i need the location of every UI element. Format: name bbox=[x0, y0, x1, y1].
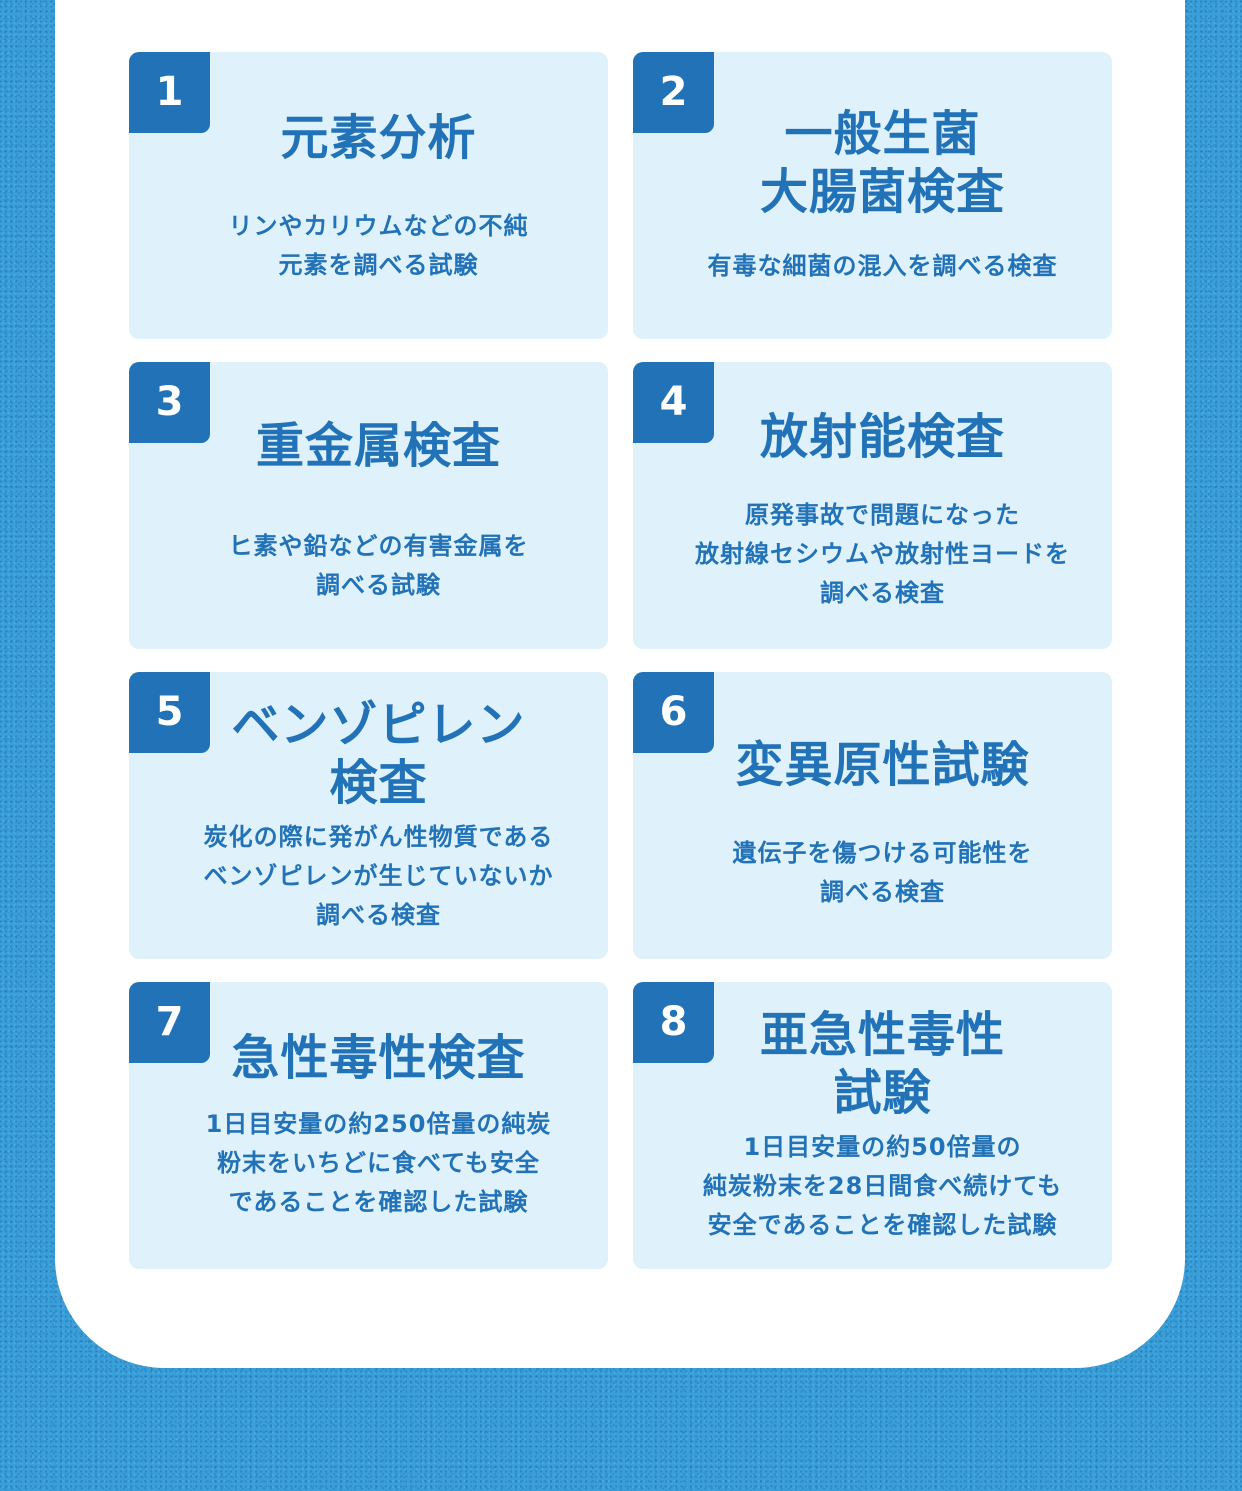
card-title: 変異原性試験 bbox=[735, 736, 1030, 793]
card-title: 亜急性毒性 試験 bbox=[759, 1007, 1005, 1121]
number-badge: 3 bbox=[129, 362, 210, 443]
card-content: 重金属検査 ヒ素や鉛などの有害金属を 調べる試験 bbox=[169, 362, 588, 649]
card-content: 急性毒性検査 1日目安量の約250倍量の純炭 粉末をいちどに食べても安全 である… bbox=[169, 982, 588, 1269]
number-badge: 4 bbox=[633, 362, 714, 443]
card-title: 重金属検査 bbox=[255, 417, 501, 474]
card-title: 一般生菌 大腸菌検査 bbox=[759, 106, 1005, 220]
card-description: 原発事故で問題になった 放射線セシウムや放射性ヨードを 調べる検査 bbox=[695, 501, 1070, 607]
test-card-mutagenicity-test: 6 変異原性試験 遺伝子を傷つける可能性を 調べる検査 bbox=[633, 672, 1112, 959]
card-description: 有毒な細菌の混入を調べる検査 bbox=[707, 252, 1058, 280]
test-card-grid: 1 元素分析 リンやカリウムなどの不純 元素を調べる試験 2 一般生菌 大腸菌検… bbox=[129, 52, 1112, 1269]
white-content-panel: 1 元素分析 リンやカリウムなどの不純 元素を調べる試験 2 一般生菌 大腸菌検… bbox=[55, 0, 1185, 1368]
card-title: 元素分析 bbox=[280, 109, 477, 166]
card-title: 放射能検査 bbox=[759, 409, 1005, 465]
card-description: 遺伝子を傷つける可能性を 調べる検査 bbox=[732, 838, 1033, 906]
test-card-radioactivity-test: 4 放射能検査 原発事故で問題になった 放射線セシウムや放射性ヨードを 調べる検… bbox=[633, 362, 1112, 649]
number-badge: 8 bbox=[633, 982, 714, 1063]
test-card-subacute-toxicity-test: 8 亜急性毒性 試験 1日目安量の約50倍量の 純炭粉末を28日間食べ続けても … bbox=[633, 982, 1112, 1269]
card-description: ヒ素や鉛などの有害金属を 調べる試験 bbox=[228, 531, 529, 599]
test-card-elemental-analysis: 1 元素分析 リンやカリウムなどの不純 元素を調べる試験 bbox=[129, 52, 608, 339]
number-badge: 2 bbox=[633, 52, 714, 133]
card-description: 炭化の際に発がん性物質である ベンゾピレンが生じていないか 調べる検査 bbox=[203, 823, 554, 929]
card-title: 急性毒性検査 bbox=[231, 1030, 526, 1086]
number-badge: 1 bbox=[129, 52, 210, 133]
test-card-benzopyrene-test: 5 ベンゾピレン 検査 炭化の際に発がん性物質である ベンゾピレンが生じていない… bbox=[129, 672, 608, 959]
card-description: 1日目安量の約50倍量の 純炭粉末を28日間食べ続けても 安全であることを確認し… bbox=[702, 1133, 1063, 1239]
card-content: 一般生菌 大腸菌検査 有毒な細菌の混入を調べる検査 bbox=[673, 52, 1092, 339]
test-card-heavy-metal-test: 3 重金属検査 ヒ素や鉛などの有害金属を 調べる試験 bbox=[129, 362, 608, 649]
card-description: リンやカリウムなどの不純 元素を調べる試験 bbox=[228, 211, 529, 279]
card-title: ベンゾピレン 検査 bbox=[231, 697, 526, 811]
card-content: ベンゾピレン 検査 炭化の際に発がん性物質である ベンゾピレンが生じていないか … bbox=[169, 672, 588, 959]
card-content: 元素分析 リンやカリウムなどの不純 元素を調べる試験 bbox=[169, 52, 588, 339]
test-card-acute-toxicity-test: 7 急性毒性検査 1日目安量の約250倍量の純炭 粉末をいちどに食べても安全 で… bbox=[129, 982, 608, 1269]
card-description: 1日目安量の約250倍量の純炭 粉末をいちどに食べても安全 であることを確認した… bbox=[205, 1110, 552, 1216]
test-card-bacteria-test: 2 一般生菌 大腸菌検査 有毒な細菌の混入を調べる検査 bbox=[633, 52, 1112, 339]
card-content: 放射能検査 原発事故で問題になった 放射線セシウムや放射性ヨードを 調べる検査 bbox=[673, 362, 1092, 649]
number-badge: 6 bbox=[633, 672, 714, 753]
number-badge: 5 bbox=[129, 672, 210, 753]
card-content: 亜急性毒性 試験 1日目安量の約50倍量の 純炭粉末を28日間食べ続けても 安全… bbox=[673, 982, 1092, 1269]
card-content: 変異原性試験 遺伝子を傷つける可能性を 調べる検査 bbox=[673, 672, 1092, 959]
number-badge: 7 bbox=[129, 982, 210, 1063]
